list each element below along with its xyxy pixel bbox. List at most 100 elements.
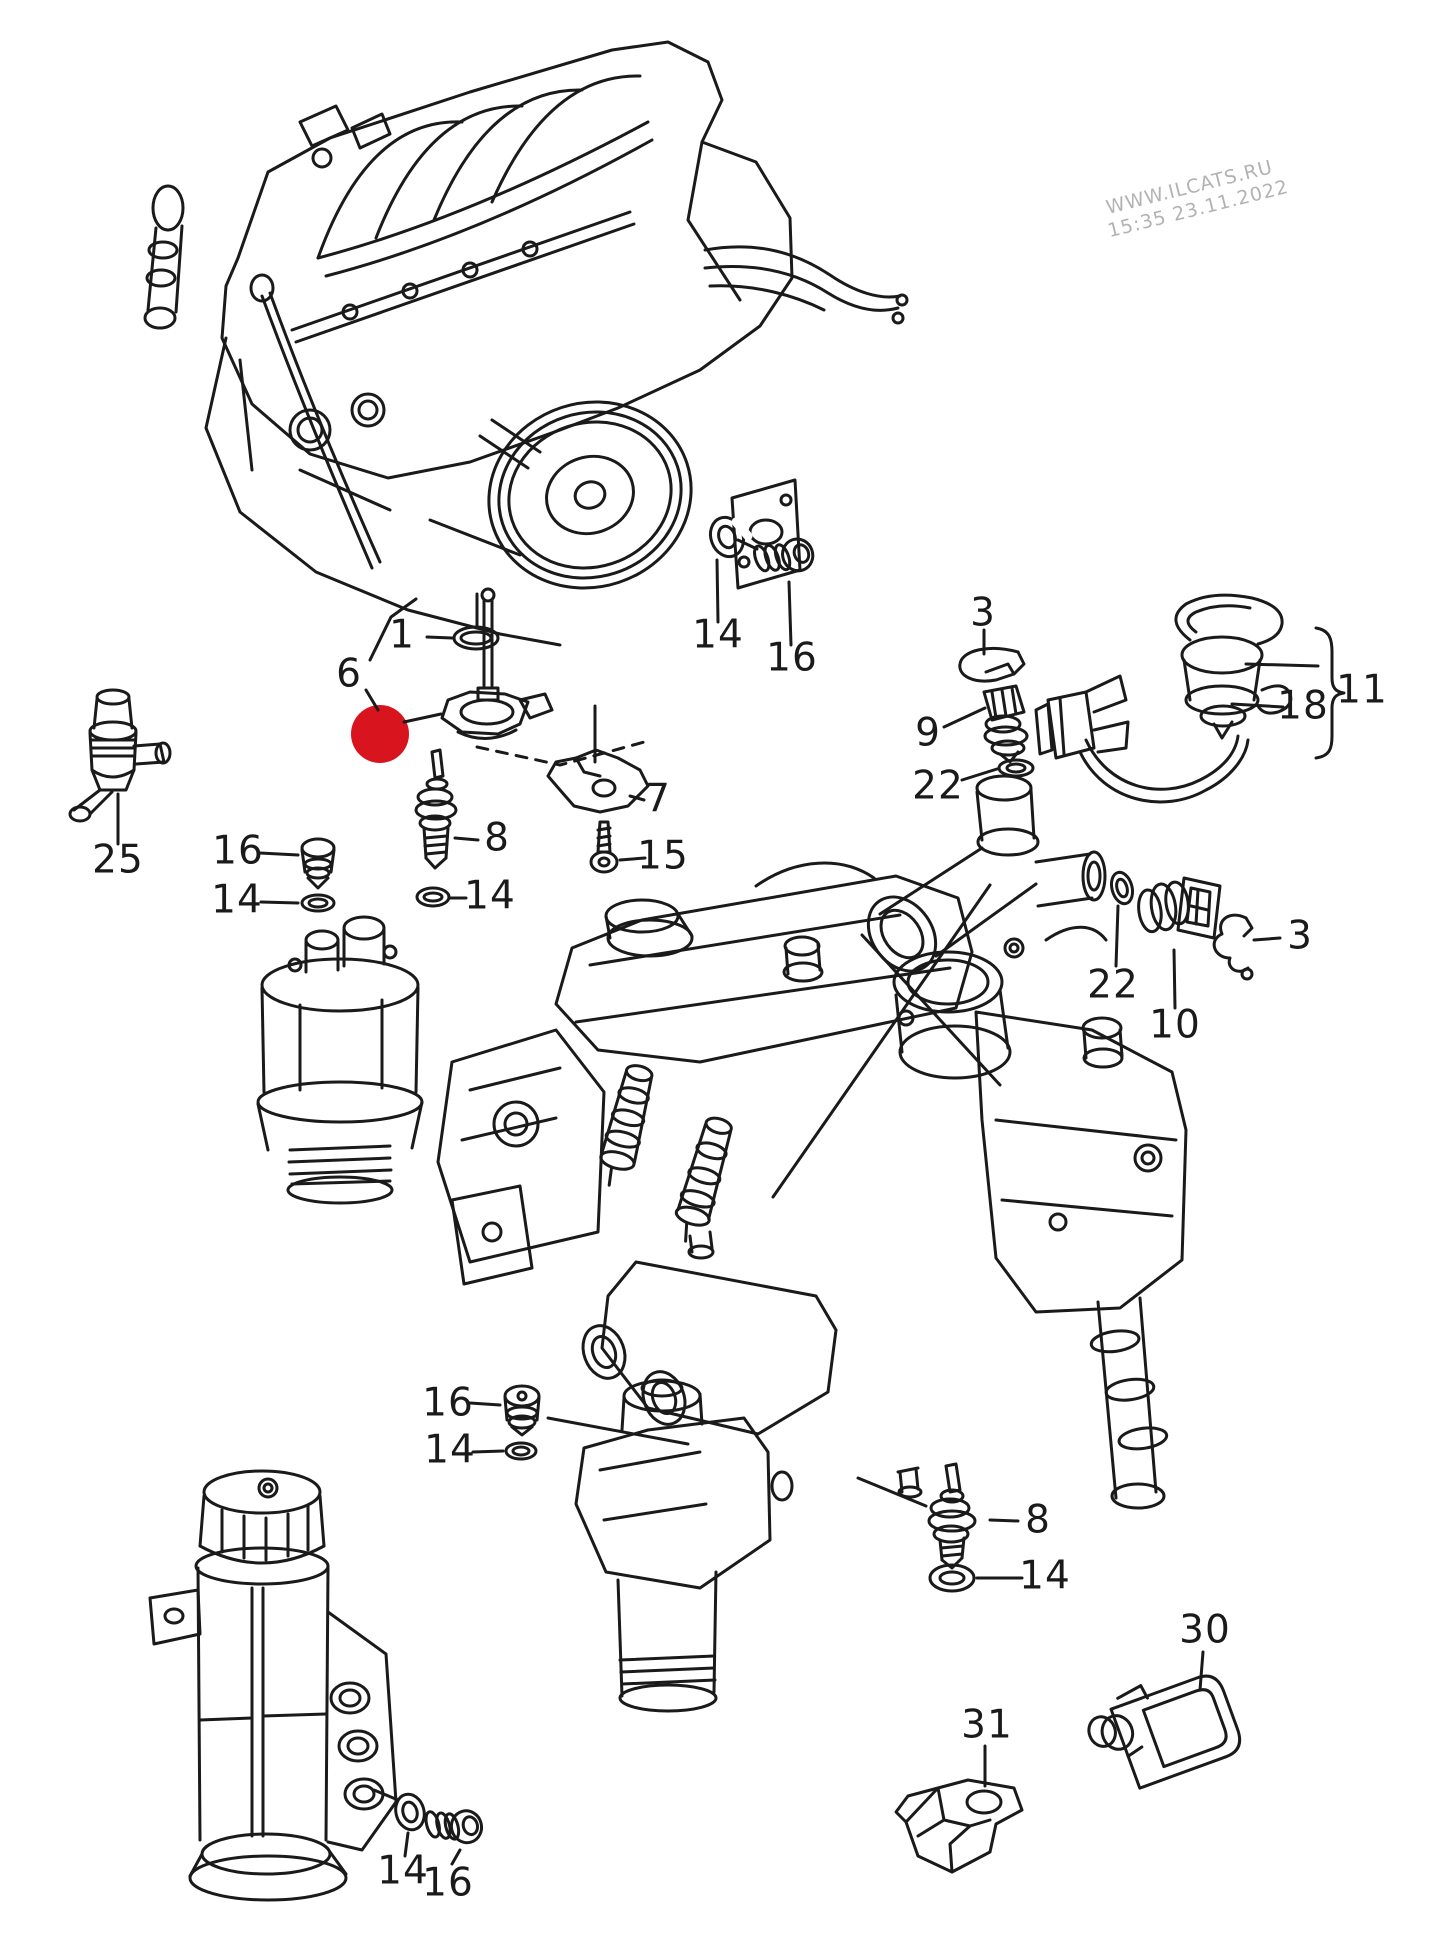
part-16-plug-left bbox=[300, 837, 336, 890]
valve-cover bbox=[554, 874, 974, 1064]
callout-leader-16-3 bbox=[787, 580, 793, 647]
part-14-washer-lower bbox=[928, 1563, 976, 1593]
callout-label-1-0: 1 bbox=[389, 613, 415, 658]
callout-label-3-4: 3 bbox=[970, 591, 996, 636]
part-18-cap-assembly bbox=[1034, 593, 1320, 804]
callout-leader-3-18 bbox=[1252, 936, 1282, 942]
callout-label-9-5: 9 bbox=[915, 711, 941, 756]
callout-label-8-21: 8 bbox=[1025, 1498, 1051, 1543]
callout-label-14-20: 14 bbox=[424, 1428, 476, 1473]
wiring-harness bbox=[703, 245, 902, 299]
dipstick bbox=[260, 291, 382, 570]
callout-leader-7-14 bbox=[628, 794, 646, 802]
injector bbox=[599, 1064, 654, 1187]
highlight-layer bbox=[351, 705, 409, 763]
callout-label-18-7: 18 bbox=[1277, 684, 1329, 729]
callout-label-15-15: 15 bbox=[637, 834, 689, 879]
intake-runner bbox=[374, 104, 524, 240]
callout-label-22-6: 22 bbox=[912, 764, 964, 809]
intake-runner bbox=[432, 88, 584, 222]
callout-leader-6-1 bbox=[368, 597, 418, 662]
callout-leader-15-15 bbox=[618, 856, 647, 862]
part-3-clip-right bbox=[1212, 913, 1254, 981]
part-22-washer-right bbox=[1109, 870, 1135, 906]
callout-leader-6-1 bbox=[364, 688, 380, 712]
callout-label-6-1: 6 bbox=[336, 652, 362, 697]
callout-label-31-24: 31 bbox=[961, 1703, 1013, 1748]
part-9-sensor bbox=[982, 684, 1029, 764]
callout-label-16-19: 16 bbox=[422, 1381, 474, 1426]
callout-label-16-3: 16 bbox=[766, 636, 818, 681]
callout-leader-14-2 bbox=[715, 558, 720, 624]
engine-mid-illustration bbox=[436, 861, 1188, 1510]
pointer-line bbox=[771, 883, 992, 1199]
callout-label-22-16: 22 bbox=[1087, 963, 1139, 1008]
coolant-pipe bbox=[1096, 1296, 1158, 1500]
watermark: WWW.ILCATS.RU 15:35 23.11.2022 bbox=[1104, 156, 1291, 242]
callout-label-14-25: 14 bbox=[377, 1849, 429, 1894]
part-10-sensor bbox=[1137, 876, 1222, 940]
callout-label-14-13: 14 bbox=[464, 874, 516, 919]
callout-label-11-8: 11 bbox=[1336, 668, 1388, 713]
coolant-flange bbox=[866, 774, 1107, 973]
callout-leader-16-10 bbox=[258, 851, 300, 857]
callout-leader-18-7 bbox=[1230, 702, 1285, 709]
callout-leader-22-6 bbox=[960, 767, 999, 782]
oil-filter-housing bbox=[148, 1469, 400, 1902]
callout-leader-22-16 bbox=[1114, 904, 1120, 968]
callout-leader-16-19 bbox=[468, 1401, 502, 1407]
part-15-screw bbox=[589, 820, 619, 874]
callout-label-30-23: 30 bbox=[1179, 1608, 1231, 1653]
part-16-plug-center bbox=[503, 1384, 690, 1446]
callout-leader-8-21 bbox=[988, 1518, 1020, 1523]
part-22-washer-top bbox=[997, 758, 1035, 778]
callout-label-14-22: 14 bbox=[1019, 1554, 1071, 1599]
crank-pulley bbox=[487, 400, 693, 590]
part-31-bracket bbox=[894, 1778, 1024, 1874]
callout-label-14-11: 14 bbox=[211, 878, 263, 923]
callout-leader-14-11 bbox=[259, 900, 300, 905]
callout-leader-30-23 bbox=[1198, 1650, 1205, 1692]
fuel-rail bbox=[290, 210, 636, 344]
callout-leader-16-26 bbox=[450, 1848, 462, 1866]
part-1-o-ring bbox=[452, 592, 500, 651]
part-30-connector bbox=[1087, 1674, 1242, 1790]
part-14-washer-left bbox=[300, 893, 336, 913]
callout-label-8-12: 8 bbox=[484, 816, 510, 861]
part-8-sender-lower bbox=[856, 1462, 977, 1570]
part-7-bracket bbox=[546, 704, 650, 814]
injector bbox=[674, 1116, 733, 1243]
part-8-sender bbox=[414, 748, 458, 870]
callout-leader-1-0 bbox=[425, 635, 454, 640]
part-14-washer-bottom bbox=[394, 1792, 426, 1832]
part-16-screw-bottom bbox=[424, 1809, 484, 1845]
part-14-lock-washer bbox=[708, 515, 759, 559]
part-6-sensor bbox=[440, 587, 650, 767]
bracket-11-brace bbox=[1314, 626, 1346, 760]
callout-label-10-17: 10 bbox=[1149, 1003, 1201, 1048]
part-16-screw bbox=[753, 537, 815, 573]
intake-runner bbox=[490, 74, 642, 204]
callout-label-14-2: 14 bbox=[692, 613, 744, 658]
callout-leader-8-12 bbox=[453, 836, 480, 842]
injection-pump-unit bbox=[574, 1378, 794, 1713]
callout-leader-14-25 bbox=[403, 1831, 410, 1858]
part-14-washer-mid bbox=[415, 886, 451, 908]
engine-top-illustration bbox=[143, 40, 909, 647]
callout-label-25-9: 25 bbox=[92, 838, 144, 883]
cylinder-head bbox=[974, 1010, 1188, 1314]
callout-label-7-14: 7 bbox=[645, 777, 671, 822]
part-3-clip-top bbox=[958, 646, 1026, 683]
pointer-line bbox=[860, 933, 1002, 1087]
highlight-marker bbox=[351, 705, 409, 763]
callout-label-16-26: 16 bbox=[422, 1861, 474, 1906]
callout-leader-10-17 bbox=[1172, 948, 1177, 1010]
callout-leader-9-5 bbox=[942, 706, 987, 729]
callout-leader-6-1 bbox=[402, 712, 443, 724]
filter-cartridge bbox=[616, 1570, 718, 1698]
cap-tether-hose bbox=[1084, 734, 1240, 791]
fuel-filter-unit bbox=[256, 915, 424, 1205]
throttle-bore bbox=[288, 408, 332, 452]
